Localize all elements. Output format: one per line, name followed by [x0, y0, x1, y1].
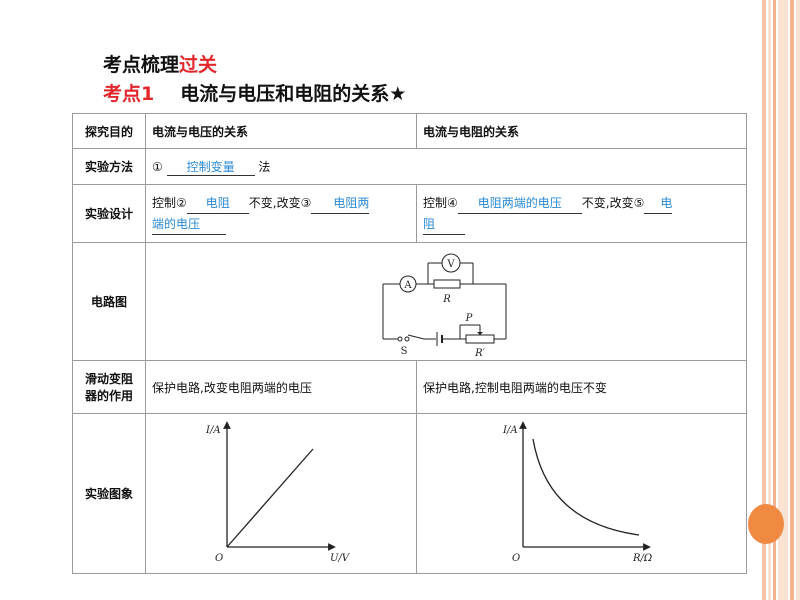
graph-r-i: I/A R/Ω O	[502, 420, 652, 564]
design-right-prefix: 控制④	[423, 195, 458, 210]
table-row: 电路图	[72, 242, 747, 361]
graph-u-i: I/A U/V O	[205, 420, 351, 564]
slider-arrow	[477, 331, 483, 335]
row-header-rheostat-line1: 滑动变阻	[84, 372, 133, 386]
section-title: 考点梳理过关	[103, 50, 217, 77]
purpose-right: 电流与电阻的关系	[416, 113, 747, 149]
y-axis-label: I/A	[205, 425, 221, 436]
row-header-rheostat-line2: 器的作用	[84, 389, 133, 403]
point-number: 考点1	[103, 83, 155, 105]
slider-label: P	[465, 313, 473, 324]
design-right: 控制④ 电阻两端的电压 不变,改变⑤ 电 阻	[416, 184, 747, 243]
table-row: 探究目的 电流与电压的关系 电流与电阻的关系	[72, 113, 747, 149]
blank-number: ①	[152, 159, 163, 174]
switch-label: S	[401, 346, 408, 357]
row-header-design: 实验设计	[72, 184, 146, 243]
voltmeter-symbol	[441, 253, 461, 272]
design-left: 控制② 电阻 不变,改变③ 电阻两 端的电压	[145, 184, 417, 243]
ammeter-label: A	[403, 280, 412, 291]
circuit-cell: A V R P R′ S	[145, 242, 747, 361]
point-title: 考点1 电流与电压和电阻的关系★	[103, 79, 406, 106]
design-right-blank1: 电阻两端的电压	[457, 193, 582, 214]
graph-curve	[532, 438, 640, 536]
ammeter-symbol	[399, 275, 417, 292]
stripe	[778, 0, 788, 600]
method-suffix: 法	[258, 159, 271, 174]
purpose-left: 电流与电压的关系	[145, 113, 417, 149]
table-row: 实验图象 I/A U/V O	[72, 413, 747, 574]
section-title-highlight: 过关	[179, 54, 218, 76]
table-row: 实验方法 ① 控制变量 法	[72, 148, 747, 185]
design-right-blank2: 电	[644, 193, 673, 214]
rheostat-role-left: 保护电路,改变电阻两端的电压	[145, 360, 417, 414]
design-left-answer1: 电阻	[205, 195, 230, 210]
voltmeter-label: V	[446, 259, 455, 270]
table-row: 滑动变阻器的作用 保护电路,改变电阻两端的电压 保护电路,控制电阻两端的电压不变	[72, 360, 747, 414]
method-cell: ① 控制变量 法	[145, 148, 747, 185]
row-header-purpose: 探究目的	[72, 113, 146, 149]
graph-line	[226, 448, 314, 547]
graph-left-cell: I/A U/V O	[145, 413, 417, 574]
stripe	[762, 0, 766, 600]
switch-symbol	[397, 336, 403, 341]
design-right-answer1: 电阻两端的电压	[477, 195, 562, 210]
y-axis-label: I/A	[502, 425, 518, 436]
design-left-answer2b: 端的电压	[152, 216, 201, 231]
design-left-prefix: 控制②	[152, 195, 187, 210]
rheostat-label: R′	[474, 348, 486, 359]
graph-right-cell: I/A R/Ω O	[416, 413, 747, 574]
method-blank: 控制变量	[166, 158, 255, 176]
stripe	[773, 0, 776, 600]
x-axis-label: U/V	[330, 553, 351, 564]
circuit-diagram: A V R P R′ S	[382, 253, 507, 359]
design-left-middle: 不变,改变③	[248, 195, 312, 210]
row-header-circuit: 电路图	[72, 242, 146, 361]
experiment-table: 探究目的 电流与电压的关系 电流与电阻的关系 实验方法 ① 控制变量 法 实验设…	[72, 113, 747, 574]
resistor-label: R	[442, 294, 451, 305]
origin-label: O	[512, 553, 520, 564]
x-axis-label: R/Ω	[632, 553, 652, 564]
stripe	[796, 0, 800, 600]
design-left-blank1: 电阻	[186, 193, 249, 214]
design-right-blank2-cont: 阻	[423, 214, 465, 235]
design-left-blank2: 电阻两	[311, 193, 370, 214]
stripe	[790, 0, 794, 600]
design-right-middle: 不变,改变⑤	[581, 195, 645, 210]
section-title-main: 考点梳理	[103, 54, 180, 76]
design-right-answer2a: 电	[660, 195, 673, 210]
row-header-graph: 实验图象	[72, 413, 146, 574]
stripe	[768, 0, 771, 600]
decorative-stripes	[762, 0, 800, 600]
design-left-blank2-cont: 端的电压	[152, 214, 226, 235]
rheostat-role-right: 保护电路,控制电阻两端的电压不变	[416, 360, 747, 414]
design-left-answer2a: 电阻两	[333, 195, 370, 210]
design-right-answer2b: 阻	[423, 216, 436, 231]
method-answer: 控制变量	[186, 159, 235, 174]
accent-dot	[748, 504, 784, 544]
resistor-symbol	[433, 279, 461, 288]
row-header-method: 实验方法	[72, 148, 146, 185]
switch-symbol	[404, 336, 410, 341]
point-name: 电流与电压和电阻的关系★	[180, 83, 407, 105]
rheostat-symbol	[465, 334, 495, 343]
row-header-rheostat: 滑动变阻器的作用	[72, 360, 146, 414]
origin-label: O	[215, 553, 223, 564]
